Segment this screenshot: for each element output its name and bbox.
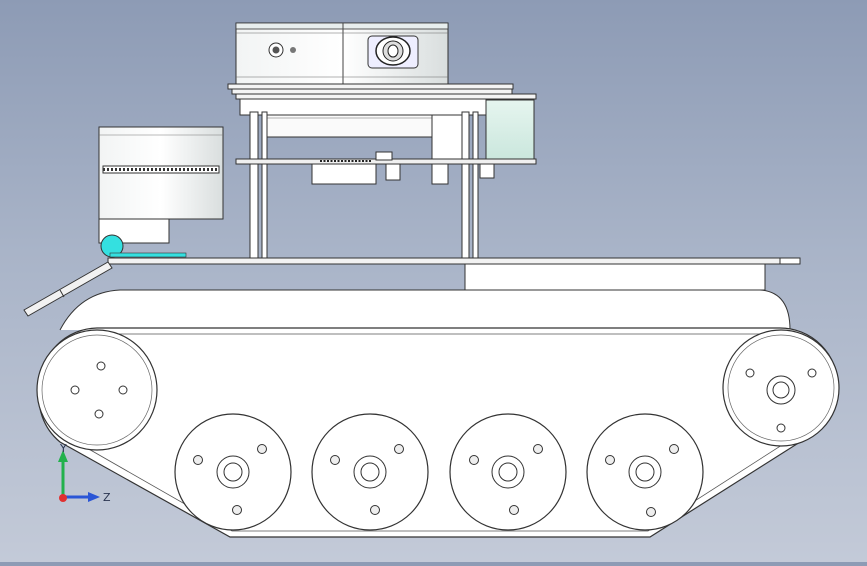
- z-axis-arrow-icon: [63, 492, 100, 502]
- circuit-board: [235, 151, 537, 185]
- track-assembly: [38, 289, 839, 538]
- chassis-plate: [23, 257, 801, 317]
- camera-module: [98, 126, 224, 258]
- y-axis-arrow-icon: [58, 450, 68, 497]
- lidar-unit: [235, 22, 449, 87]
- road-wheel-2: [311, 413, 429, 531]
- lidar-small-screw-icon: [268, 42, 296, 58]
- right-motor: [431, 99, 535, 184]
- road-wheel-4: [586, 413, 704, 531]
- axis-triad[interactable]: Y Z: [58, 442, 111, 504]
- road-wheel-3: [449, 413, 567, 531]
- x-axis-origin-icon: [59, 494, 67, 502]
- lidar-lens-icon: [367, 35, 419, 69]
- y-axis-label: Y: [59, 442, 67, 455]
- z-axis-label: Z: [103, 491, 111, 504]
- upper-frame: [239, 98, 531, 138]
- front-idler-wheel: [36, 329, 158, 451]
- lidar-base-plates: [227, 83, 537, 100]
- road-wheel-1: [174, 413, 292, 531]
- rear-drive-sprocket: [722, 329, 840, 447]
